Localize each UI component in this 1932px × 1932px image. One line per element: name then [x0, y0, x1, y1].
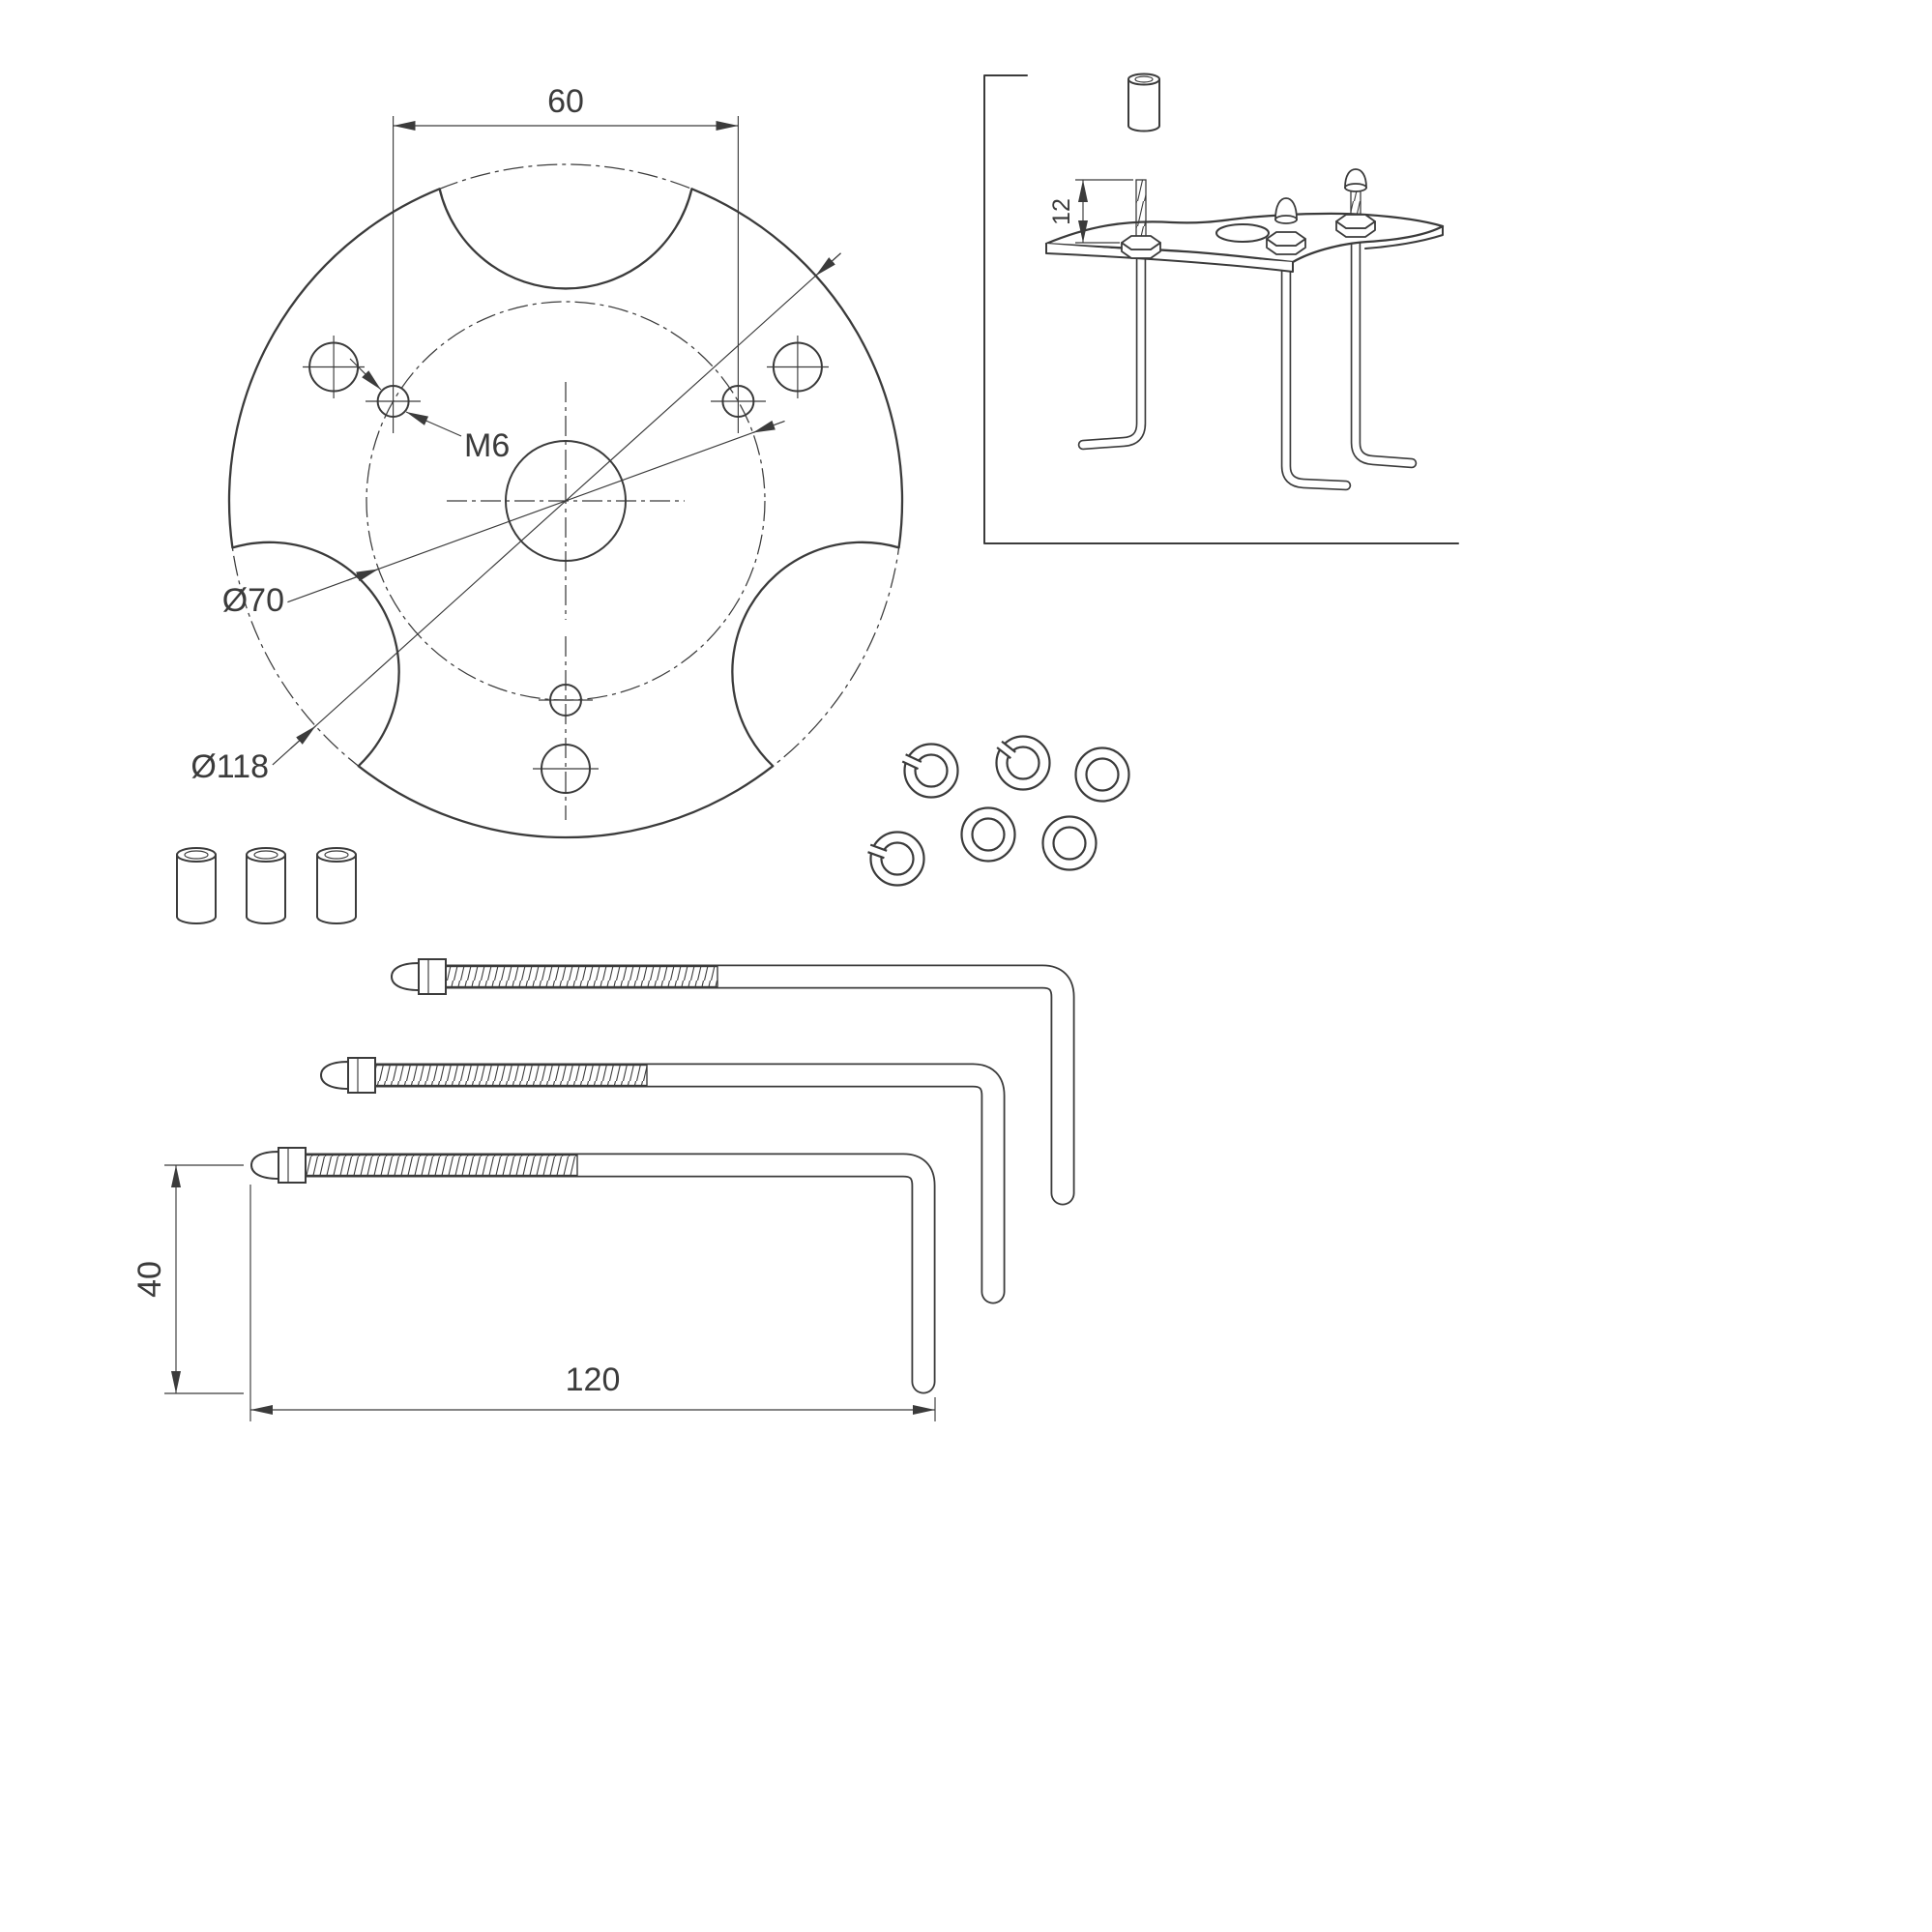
split-washer-1	[901, 743, 959, 799]
m6-label: M6	[464, 427, 510, 464]
flat-washer-1	[1074, 746, 1130, 803]
thread-callout-m6: M6	[349, 358, 510, 464]
iso-plate-edge-right	[1364, 225, 1444, 249]
plan-view: 60 M6 Ø70 Ø118	[190, 83, 904, 839]
flange-outline	[227, 188, 904, 839]
iso-detail-view: 12	[983, 73, 1459, 544]
spacer-1	[176, 847, 217, 924]
iso-hex-nuts	[1121, 214, 1376, 259]
d70-label: Ø70	[222, 582, 284, 619]
anchor-rods-below-plate	[1077, 226, 1418, 491]
dimension-hole-spacing: 60	[393, 83, 739, 433]
dim-12-label: 12	[1048, 198, 1075, 225]
iso-dome-nuts	[1274, 168, 1367, 224]
split-washer-3	[867, 831, 925, 887]
diameter-callout-70: Ø70	[222, 420, 785, 619]
dim-120-label: 120	[566, 1361, 621, 1398]
flat-washer-3	[1041, 815, 1098, 871]
flat-washer-2	[960, 806, 1016, 863]
spacer-2	[246, 847, 286, 924]
anchor-bolts: 40 120	[132, 958, 1075, 1421]
detail-border	[983, 74, 1459, 544]
iso-plate-center-hole	[1215, 223, 1270, 243]
iso-stud-left-thread	[1135, 179, 1147, 245]
anchor-bolt-1	[390, 958, 1075, 1206]
iso-spacer-cylinder	[1127, 73, 1160, 132]
diameter-callout-118: Ø118	[190, 252, 841, 785]
dim-60-label: 60	[547, 83, 584, 120]
anchor-bolt-3	[249, 1147, 936, 1394]
washers	[867, 735, 1130, 887]
dimension-shank-length: 120	[249, 1185, 936, 1421]
dimension-plate-offset: 12	[1048, 179, 1133, 244]
dim-40-label: 40	[132, 1261, 168, 1298]
spacer-bushings	[176, 847, 357, 924]
dimension-leg-length: 40	[132, 1164, 244, 1394]
iso-plate-edge-front	[1045, 243, 1294, 273]
d118-label: Ø118	[190, 748, 269, 785]
anchor-bolt-2	[319, 1057, 1006, 1304]
spacer-3	[316, 847, 357, 924]
split-washer-2	[995, 735, 1051, 791]
